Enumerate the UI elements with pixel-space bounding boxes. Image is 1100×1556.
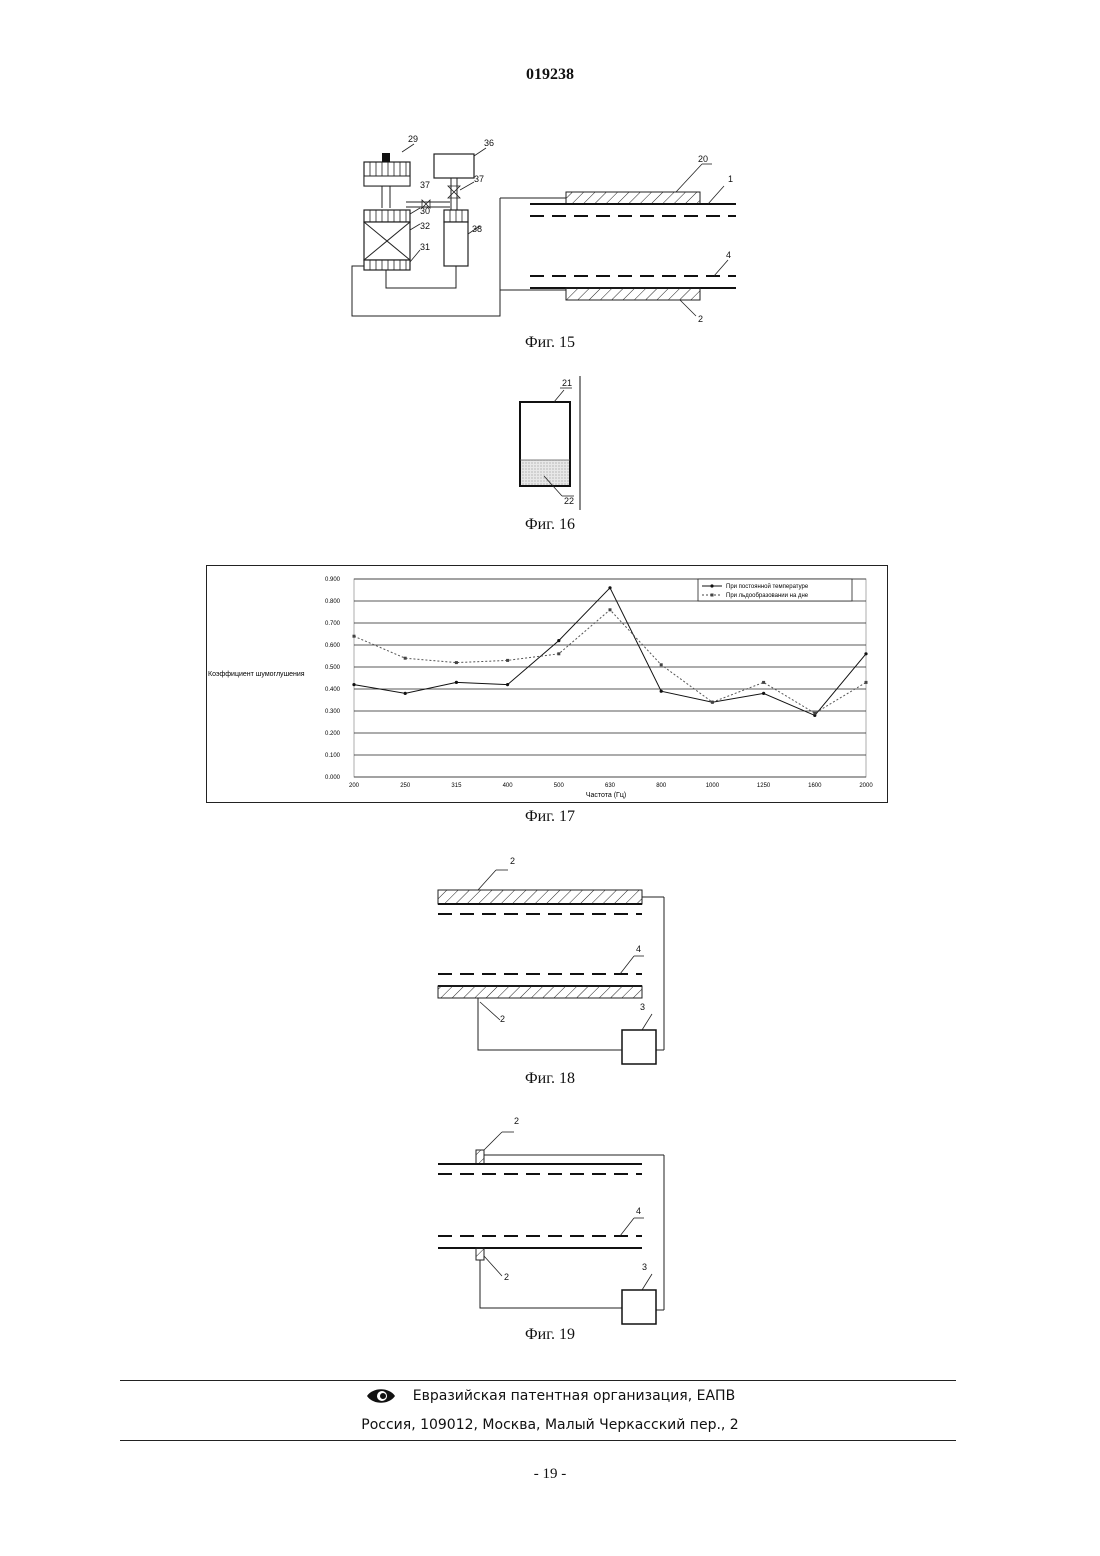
chart-x-tick-label: 800 (656, 783, 667, 789)
chart-point-series-2 (404, 657, 407, 660)
chart-x-tick-label: 630 (605, 783, 616, 789)
figure-15-caption: Фиг. 15 (0, 334, 1100, 352)
chart-x-tick-label: 250 (400, 783, 411, 789)
footer-divider-bottom (120, 1440, 956, 1441)
footer-divider-top (120, 1380, 956, 1381)
chart-point-series-2 (353, 635, 356, 638)
ref-2: 2 (698, 314, 703, 324)
fig19-ref-4: 4 (636, 1206, 641, 1216)
chart-y-tick-label: 0.400 (325, 687, 341, 693)
chart-point-series-1 (557, 639, 560, 642)
chart-point-series-2 (506, 659, 509, 662)
eapo-logo-icon (365, 1386, 397, 1406)
figure-16-diagram: 21 22 (510, 372, 600, 512)
chart-x-tick-label: 1000 (706, 783, 720, 789)
figure-19-diagram: 2 4 2 3 (430, 1110, 680, 1330)
ref-1: 1 (728, 174, 733, 184)
chart-point-series-2 (609, 608, 612, 611)
ref-36: 36 (484, 138, 494, 148)
chart-x-tick-label: 200 (349, 783, 360, 789)
chart-y-tick-label: 0.200 (325, 731, 341, 737)
chart-point-series-2 (762, 681, 765, 684)
footer-organization: Евразийская патентная организация, ЕАПВ (413, 1388, 735, 1404)
chart-y-tick-label: 0.700 (325, 621, 341, 627)
chart-y-ticks: 0.000 0.100 0.200 0.300 0.400 0.500 0.600 0.700… (325, 577, 341, 781)
figure-17-caption: Фиг. 17 (0, 808, 1100, 826)
chart-point-series-2 (711, 701, 714, 704)
chart-point-series-1 (352, 683, 355, 686)
chart-point-series-2 (455, 661, 458, 664)
chart-y-tick-label: 0.100 (325, 753, 341, 759)
chart-series-line-1 (354, 588, 866, 716)
fig19-ref-2-top: 2 (514, 1116, 519, 1126)
chart-y-tick-label: 0.000 (325, 775, 341, 781)
chart-point-series-1 (608, 586, 611, 589)
chart-x-tick-label: 1600 (808, 783, 822, 789)
document-number: 019238 (0, 66, 1100, 84)
page-number: - 19 - (0, 1466, 1100, 1483)
chart-point-series-2 (557, 652, 560, 655)
figure-19-caption: Фиг. 19 (0, 1326, 1100, 1344)
chart-y-tick-label: 0.500 (325, 665, 341, 671)
ref-30: 30 (420, 206, 430, 216)
chart-point-series-1 (404, 692, 407, 695)
ref-32: 32 (420, 221, 430, 231)
chart-point-series-2 (660, 663, 663, 666)
chart-y-tick-label: 0.300 (325, 709, 341, 715)
chart-point-series-1 (506, 683, 509, 686)
ref-29: 29 (408, 134, 418, 144)
chart-x-tick-label: 1250 (757, 783, 771, 789)
ref-21: 21 (562, 378, 572, 388)
fig19-ref-3: 3 (642, 1262, 647, 1272)
legend-series-2: При льдообразовании на дне (726, 593, 809, 599)
chart-x-axis-label: Частота (Гц) (586, 792, 626, 799)
chart-x-tick-label: 500 (554, 783, 565, 789)
chart-legend: При постоянной температуре При льдообраз… (698, 579, 852, 601)
figure-15-diagram: 29 36 37 37 30 32 31 38 20 1 4 2 (340, 130, 760, 340)
chart-y-tick-label: 0.800 (325, 599, 341, 605)
chart-x-tick-label: 2000 (859, 783, 873, 789)
chart-x-tick-label: 400 (503, 783, 514, 789)
ref-38: 38 (472, 224, 482, 234)
chart-y-tick-label: 0.600 (325, 643, 341, 649)
ref-31: 31 (420, 242, 430, 252)
chart-point-series-2 (865, 681, 868, 684)
chart-point-series-1 (864, 652, 867, 655)
chart-y-axis-label: Коэффициент шумоглушения (208, 671, 305, 678)
noise-attenuation-chart: 0.000 0.100 0.200 0.300 0.400 0.500 0.600 0.700… (206, 565, 888, 803)
chart-point-series-1 (660, 690, 663, 693)
fig18-ref-4: 4 (636, 944, 641, 954)
ref-37-right: 37 (474, 174, 484, 184)
figure-18-caption: Фиг. 18 (0, 1070, 1100, 1088)
chart-x-ticks: 200 250 315 400 500 630 800 1000 1250 1600 2000 (349, 783, 873, 789)
ref-4: 4 (726, 250, 731, 260)
fig19-ref-2-bottom: 2 (504, 1272, 509, 1282)
chart-point-series-1 (762, 692, 765, 695)
chart-y-tick-label: 0.900 (325, 577, 341, 583)
chart-point-series-1 (455, 681, 458, 684)
chart-x-tick-label: 315 (451, 783, 462, 789)
ref-37-left: 37 (420, 180, 430, 190)
fig18-ref-2-top: 2 (510, 856, 515, 866)
fig18-ref-2-bottom: 2 (500, 1014, 505, 1024)
chart-series-line-2 (354, 610, 866, 713)
chart-series-group (352, 586, 867, 717)
ref-22: 22 (564, 496, 574, 506)
figure-16-caption: Фиг. 16 (0, 516, 1100, 534)
legend-series-1: При постоянной температуре (726, 583, 809, 590)
figure-18-diagram: 2 4 2 3 (430, 850, 680, 1070)
fig18-ref-3: 3 (640, 1002, 645, 1012)
footer-organization-row: Евразийская патентная организация, ЕАПВ (0, 1386, 1100, 1406)
chart-point-series-2 (813, 712, 816, 715)
ref-20: 20 (698, 154, 708, 164)
footer-address: Россия, 109012, Москва, Малый Черкасский… (0, 1417, 1100, 1433)
